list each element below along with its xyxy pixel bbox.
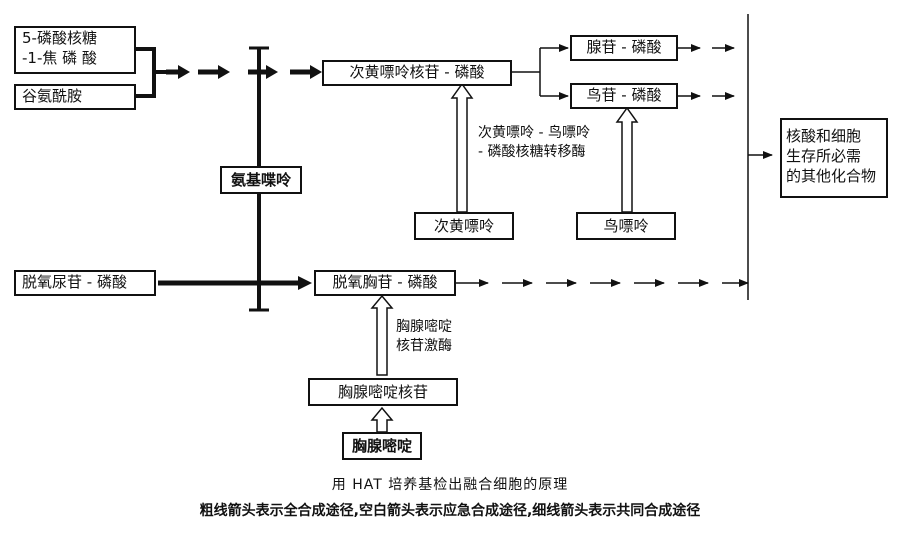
convergence-bar [747,14,773,300]
figure-title: 用 HAT 培养基检出融合细胞的原理 [331,477,569,493]
prpp-label-line2: -1-焦 磷 酸 [22,49,97,67]
final-label-line3: 的其他化合物 [786,167,877,185]
hypoxanthine-box: 次黄嘌呤 [414,212,514,240]
tk-label-line2: 核苷激酶 [396,338,452,354]
hgprt-enzyme-label: 次黄嘌呤 - 鸟嘌呤 - 磷酸核糖转移酶 [478,124,590,162]
de-novo-arrows [158,65,322,290]
thymine-label: 胸腺嘧啶 [351,437,412,455]
final-products-box: 核酸和细胞 生存所必需 的其他化合物 [780,118,888,198]
final-label-line2: 生存所必需 [786,147,862,165]
common-pathway-arrows [455,44,749,287]
tk-enzyme-label: 胸腺嘧啶 核苷激酶 [396,318,452,356]
hypoxanthine-label: 次黄嘌呤 [433,217,494,235]
figure-legend-note: 粗线箭头表示全合成途径,空白箭头表示应急合成途径,细线箭头表示共同合成途径 [199,503,701,519]
guanine-label: 鸟嘌呤 [603,217,649,235]
gmp-box: 鸟苷 - 磷酸 [570,83,678,109]
aminopterin-label: 氨基喋呤 [230,171,291,189]
hgprt-label-line2: - 磷酸核糖转移酶 [478,144,586,160]
amp-label: 腺苷 - 磷酸 [586,38,662,56]
thymine-box: 胸腺嘧啶 [342,432,422,460]
salvage-hollow-arrows [370,82,639,433]
dtmp-label: 脱氧胸苷 - 磷酸 [332,273,438,291]
thymidine-box: 胸腺嘧啶核苷 [308,378,458,406]
dump-box: 脱氧尿苷 - 磷酸 [14,270,156,296]
gmp-label: 鸟苷 - 磷酸 [586,86,662,104]
prpp-box: 5-磷酸核糖 -1-焦 磷 酸 [14,26,136,74]
prpp-label-line1: 5-磷酸核糖 [22,29,97,47]
imp-branch-lines [512,44,569,100]
glutamine-box: 谷氨酰胺 [14,84,136,110]
input-bracket [136,47,166,98]
amp-box: 腺苷 - 磷酸 [570,35,678,61]
dtmp-box: 脱氧胸苷 - 磷酸 [314,270,456,296]
tk-label-line1: 胸腺嘧啶 [396,319,452,335]
glutamine-label: 谷氨酰胺 [22,87,83,105]
final-label-line1: 核酸和细胞 [786,127,862,145]
hgprt-label-line1: 次黄嘌呤 - 鸟嘌呤 [478,125,590,141]
thymidine-label: 胸腺嘧啶核苷 [337,383,428,401]
imp-box: 次黄嘌呤核苷 - 磷酸 [322,60,512,86]
imp-label: 次黄嘌呤核苷 - 磷酸 [349,63,485,81]
dump-label: 脱氧尿苷 - 磷酸 [22,273,127,291]
aminopterin-box: 氨基喋呤 [220,166,302,194]
guanine-box: 鸟嘌呤 [576,212,676,240]
